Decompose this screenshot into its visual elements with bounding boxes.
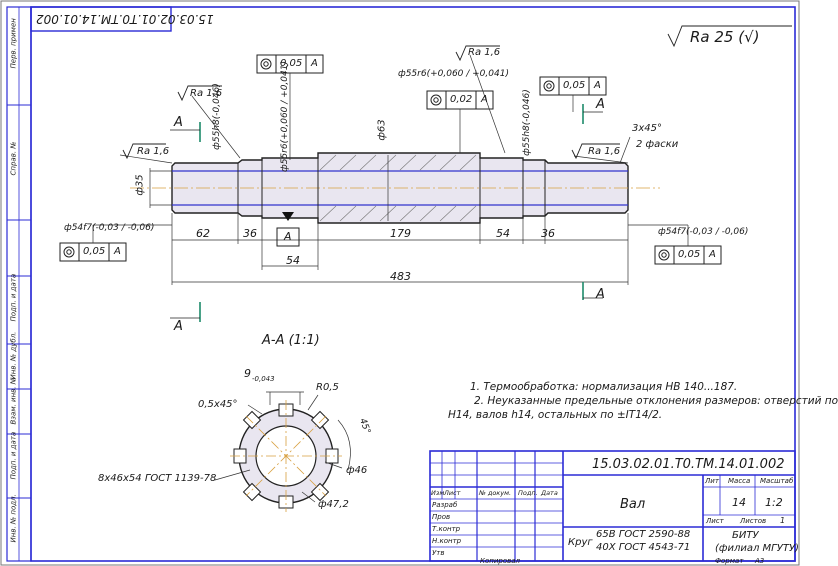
material-line1: 65В ГОСТ 2590-88	[596, 529, 691, 540]
dim-dia54f7-left: ф54f7(-0,03 / -0,06)	[64, 223, 155, 233]
datum-triangle	[282, 212, 294, 221]
col-mass: Масса	[728, 477, 751, 485]
col-izm: Изм	[431, 489, 445, 497]
footer-format-value: A3	[755, 557, 765, 565]
row-tkontr: Т.контр	[432, 525, 461, 533]
dim-dia35: ф35	[134, 174, 146, 196]
side-label-podp-data-2: Подп. и дата	[9, 431, 18, 480]
section-key-width-tol: -0,043	[252, 375, 275, 383]
section-key-width: 9	[244, 367, 251, 380]
section-inner-dia: ф46	[346, 465, 368, 476]
note-1: 1. Термообработка: нормализация HB 140..…	[470, 381, 738, 393]
outer-frame	[0, 0, 800, 566]
cut-label-bottom-right: А	[596, 287, 605, 302]
footer-copied: Копировал	[480, 557, 520, 565]
col-doc: № докум.	[479, 489, 512, 497]
dim-dia55r6-right: ф55r6(+0,060 / +0,041)	[398, 69, 509, 79]
col-sheet: Лист	[706, 517, 724, 525]
row-razrab: Разраб	[432, 501, 458, 509]
side-label-sprav: Справ. №	[9, 141, 18, 176]
roughness-right-end: Ra 1,6	[588, 146, 621, 157]
dim-62: 62	[196, 227, 210, 240]
organization-line1: БИТУ	[732, 530, 759, 541]
section-spline: 8х46х54 ГОСТ 1139-78	[98, 473, 217, 484]
side-label-podp-data-1: Подп. и дата	[9, 273, 18, 322]
roughness-symbols	[122, 25, 792, 160]
tolerance-frames	[59, 54, 722, 265]
dim-chamfer: 3х45°	[632, 123, 663, 134]
note-3: H14, валов h14, остальных по ±IT14/2.	[448, 409, 663, 421]
sheets-value: 1	[780, 516, 786, 525]
mass-value: 14	[732, 496, 746, 509]
section-view	[214, 391, 351, 512]
col-lit: Лит	[705, 477, 719, 485]
dim-483: 483	[390, 270, 411, 283]
tolerance-4-base: А	[114, 246, 121, 257]
dim-179: 179	[390, 227, 411, 240]
dim-54: 54	[496, 227, 510, 240]
dimension-lines	[149, 155, 629, 285]
cut-label-top-right: А	[596, 97, 605, 112]
col-scale: Масштаб	[760, 477, 794, 485]
footer-format: Формат	[715, 557, 744, 565]
section-radius: R0,5	[316, 382, 339, 393]
datum-label: А	[284, 230, 292, 243]
tolerance-1-value: 0,05	[280, 58, 303, 69]
designation: 15.03.02.01.Т0.ТМ.14.01.002	[592, 457, 785, 472]
title-block	[429, 450, 796, 562]
cut-label-top-left: А	[174, 115, 183, 130]
dim-dia55h8-right: ф55h8(-0,046)	[521, 89, 532, 156]
side-label-perv-primen: Перв. примен	[9, 18, 18, 69]
dim-36a: 36	[243, 227, 257, 240]
roughness-left-top: Ra 1,6	[190, 88, 223, 99]
tolerance-2-value: 0,02	[450, 94, 473, 105]
col-sign: Подп.	[518, 489, 538, 497]
roughness-left-end: Ra 1,6	[137, 146, 170, 157]
organization-line2: (филиал МГУТУ)	[715, 543, 799, 554]
dim-dia55h8-left: ф55h8(-0,046)	[211, 83, 222, 150]
dim-chamfer-note: 2 фаски	[636, 139, 679, 150]
side-label-inv-podl: Инв. № подл.	[9, 494, 18, 543]
dim-dia55r6-left: ф55r6(+0,060 / +0,041)	[279, 61, 290, 172]
col-date: Дата	[541, 489, 558, 497]
dim-dia54f7-right: ф54f7(-0,03 / -0,06)	[658, 227, 749, 237]
tolerance-3-value: 0,05	[563, 80, 586, 91]
side-label-inv-dubl: Инв. № дубл.	[9, 331, 18, 380]
scale-value: 1:2	[765, 496, 783, 509]
tolerance-4-value: 0,05	[83, 246, 106, 257]
cut-label-bottom-left: А	[174, 319, 183, 334]
dim-36b: 36	[541, 227, 555, 240]
material-prefix: Круг	[568, 537, 593, 548]
tolerance-5-value: 0,05	[678, 249, 701, 260]
tolerance-5-base: А	[709, 249, 716, 260]
row-utv: Утв	[432, 549, 445, 557]
section-markers	[170, 104, 603, 322]
row-nkontr: Н.контр	[432, 537, 462, 545]
note-2: 2. Неуказанные предельные отклонения раз…	[474, 395, 838, 407]
designation-rotated: 15.03.02.01.Т0.ТМ.14.01.002	[36, 12, 214, 26]
general-roughness: Ra 25 (√)	[690, 28, 760, 46]
row-prov: Пров	[432, 513, 451, 521]
dim-54-base: 54	[286, 254, 300, 267]
shaft-view	[130, 152, 660, 224]
part-name: Вал	[620, 497, 646, 512]
section-title: А-А (1:1)	[262, 333, 320, 348]
col-sheets: Листов	[740, 517, 767, 525]
dim-dia63: ф63	[376, 119, 388, 141]
tolerance-3-base: А	[594, 80, 601, 91]
side-label-vzam-inv: Взам. инв. №	[9, 376, 18, 425]
material-line2: 40Х ГОСТ 4543-71	[596, 542, 691, 553]
roughness-right-top: Ra 1,6	[468, 47, 501, 58]
leader-lines	[92, 54, 689, 246]
tolerance-1-base: А	[311, 58, 318, 69]
tolerance-2-base: А	[481, 94, 488, 105]
col-list: Лист	[444, 489, 461, 497]
section-outer-dia: ф47,2	[318, 499, 349, 510]
drawing-sheet	[0, 0, 800, 566]
section-chamfer: 0,5х45°	[198, 399, 238, 410]
